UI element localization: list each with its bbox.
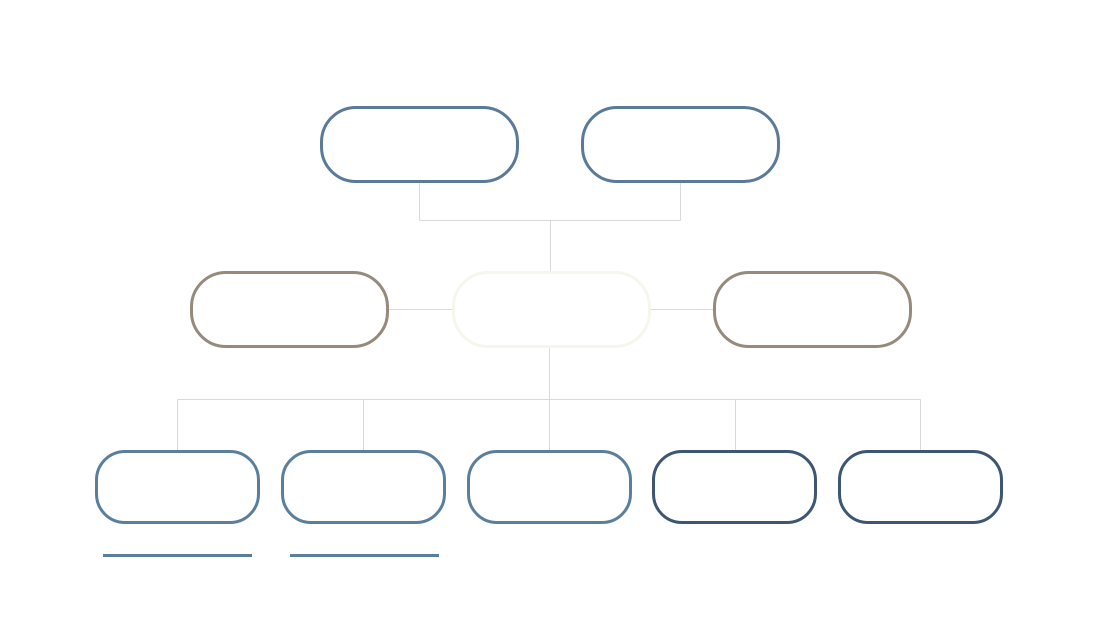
underline-bottom-1 (103, 554, 252, 557)
underline-bottom-2 (290, 554, 439, 557)
node-mid-left[interactable] (190, 271, 389, 348)
node-bottom-3[interactable] (467, 450, 632, 524)
node-bottom-2[interactable] (281, 450, 446, 524)
node-top-right[interactable] (581, 106, 780, 183)
node-bottom-5[interactable] (838, 450, 1003, 524)
node-top-left[interactable] (320, 106, 519, 183)
node-bottom-4[interactable] (652, 450, 817, 524)
node-bottom-1[interactable] (95, 450, 260, 524)
node-mid-center[interactable] (452, 271, 651, 348)
node-mid-right[interactable] (713, 271, 912, 348)
